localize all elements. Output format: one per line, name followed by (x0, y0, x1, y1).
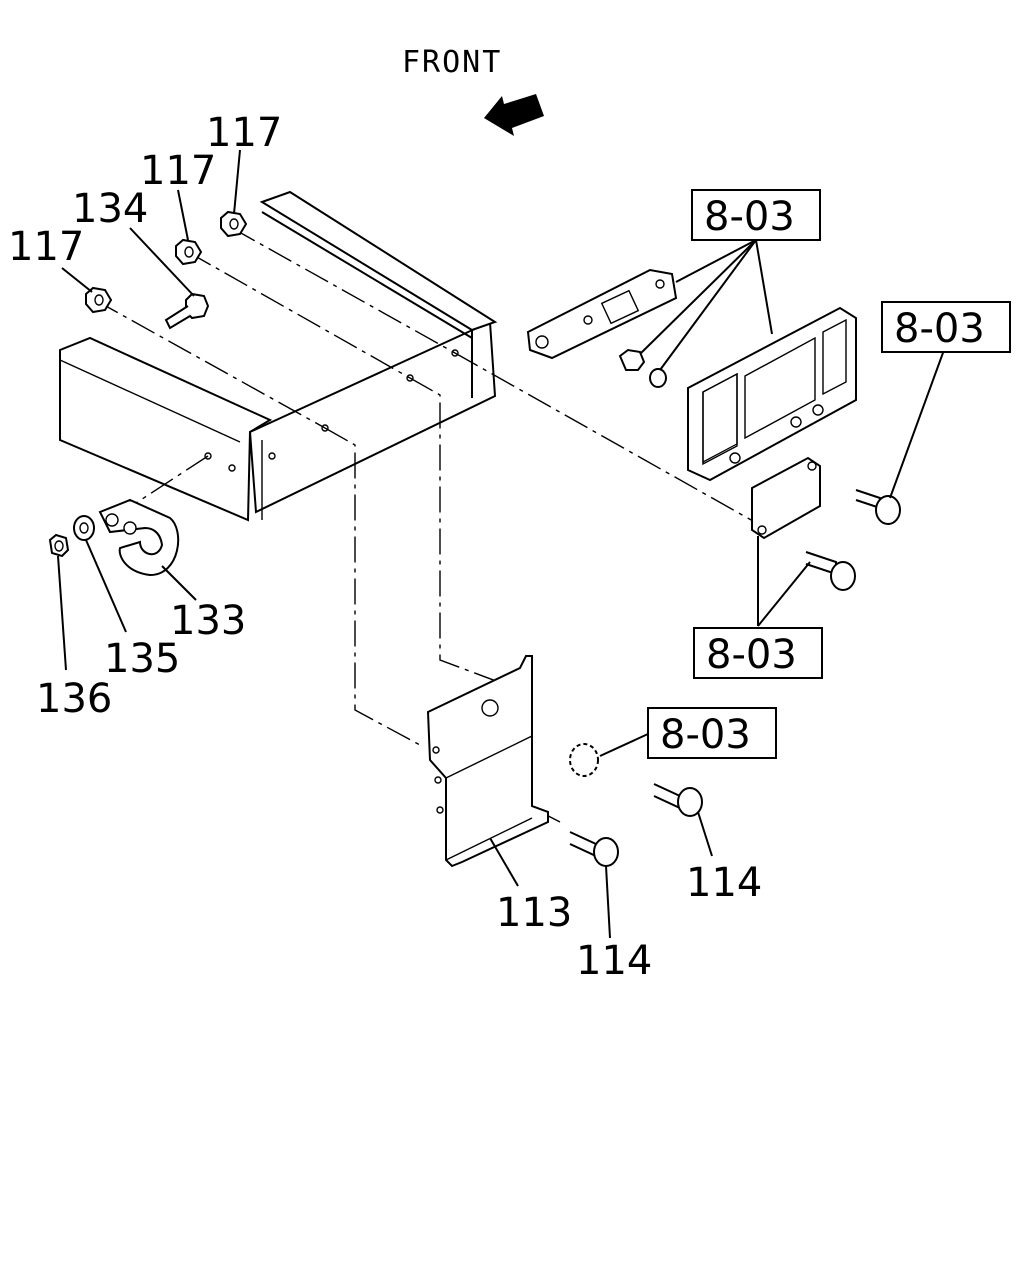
front-label: FRONT (402, 45, 502, 80)
rear-lamp (687, 306, 857, 482)
bolt-lamp-1 (855, 489, 901, 525)
bolt-114-b (653, 783, 703, 817)
nut-small (618, 348, 646, 371)
callout-134: 134 (72, 186, 148, 232)
ref-box-4[interactable]: 8-03 (647, 707, 777, 759)
lamp-bracket (526, 268, 678, 360)
nut-117-b (175, 238, 203, 266)
ref-box-4-label: 8-03 (660, 712, 751, 758)
callout-136: 136 (36, 676, 112, 722)
grommet (569, 743, 599, 777)
nut-117-a (220, 210, 248, 238)
callout-114-b: 114 (576, 938, 652, 984)
bolt-134 (164, 292, 210, 330)
tow-hook (98, 498, 180, 577)
frame-rail (59, 190, 498, 522)
plate-panel (751, 456, 821, 540)
callout-117-c: 117 (8, 224, 84, 270)
washer-small (649, 368, 667, 388)
nut-117-c (85, 286, 113, 314)
leader-lines (57, 149, 945, 939)
bolt-lamp-2 (805, 551, 856, 591)
bolt-114-a (569, 831, 619, 867)
callout-114-a: 114 (686, 860, 762, 906)
front-arrow-icon (484, 94, 544, 136)
callout-133: 133 (170, 598, 246, 644)
stay-bracket-113 (426, 655, 549, 868)
ref-box-3[interactable]: 8-03 (693, 627, 823, 679)
ref-box-1[interactable]: 8-03 (691, 189, 821, 241)
callout-135: 135 (104, 636, 180, 682)
ref-box-2[interactable]: 8-03 (881, 301, 1011, 353)
nut-136 (48, 533, 70, 558)
ref-box-1-label: 8-03 (704, 194, 795, 240)
callout-113: 113 (496, 890, 572, 936)
callout-117-a: 117 (206, 110, 282, 156)
ref-box-2-label: 8-03 (894, 306, 985, 352)
washer-135 (73, 515, 95, 541)
callout-117-b: 117 (140, 148, 216, 194)
ref-box-3-label: 8-03 (706, 632, 797, 678)
